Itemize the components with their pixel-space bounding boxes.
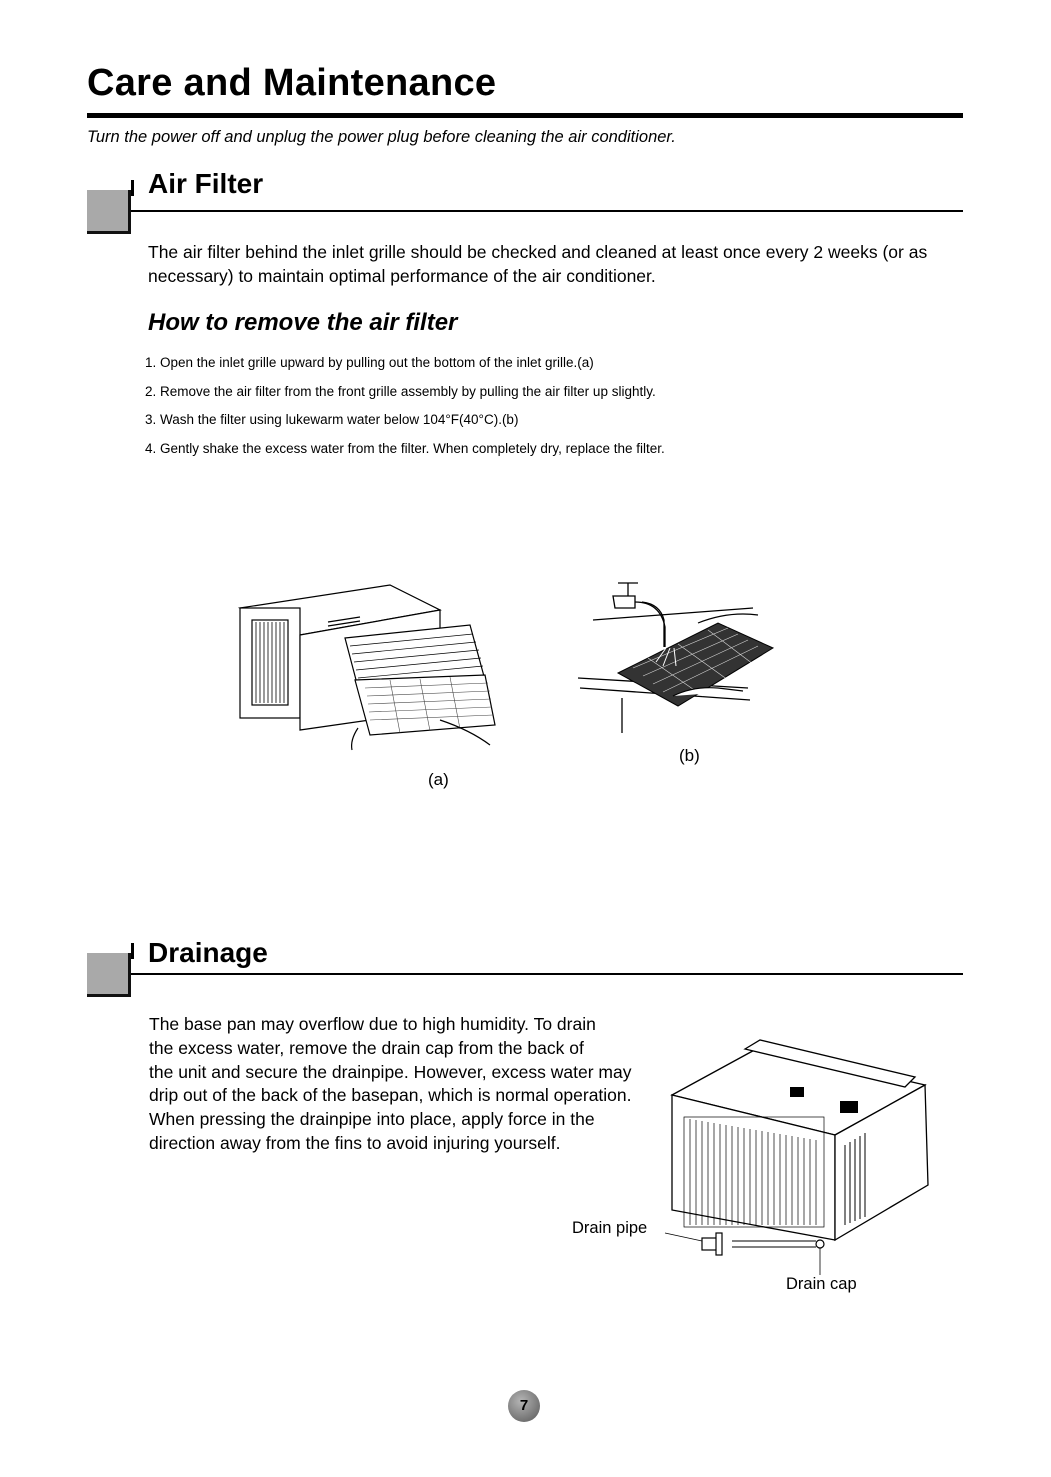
section-marker-icon [87, 953, 131, 997]
section-marker-icon [87, 190, 131, 234]
step-item: 4. Gently shake the excess water from th… [145, 440, 665, 456]
faucet-illustration [577, 582, 775, 733]
air-conditioner-rear-illustration [664, 1039, 929, 1275]
steps-list: 1. Open the inlet grille upward by pulli… [145, 355, 665, 469]
how-to-heading: How to remove the air filter [148, 309, 458, 336]
drainage-text-line: The base pan may overflow due to high hu… [149, 1014, 596, 1034]
drainage-text-line: the unit and secure the drainpipe. Howev… [149, 1062, 632, 1082]
section-marker-tick [131, 180, 134, 196]
drain-pipe-label: Drain pipe [572, 1219, 648, 1237]
section-heading-drainage: Drainage [148, 937, 268, 968]
drainage-text-line: When pressing the drainpipe into place, … [149, 1109, 595, 1129]
figure-caption-b: (b) [679, 746, 700, 765]
step-item: 3. Wash the filter using lukewarm water … [145, 412, 519, 427]
section-divider [131, 210, 963, 212]
page-title: Care and Maintenance [87, 62, 497, 104]
section-marker-tick [131, 943, 134, 959]
air-filter-intro-line: necessary) to maintain optimal performan… [148, 266, 656, 286]
drain-cap-label: Drain cap [786, 1275, 857, 1293]
drainage-text-line: the excess water, remove the drain cap f… [149, 1038, 584, 1058]
drainage-text-line: direction away from the fins to avoid in… [149, 1133, 561, 1153]
air-filter-intro-line: The air filter behind the inlet grille s… [148, 242, 928, 262]
step-item: 1. Open the inlet grille upward by pulli… [145, 355, 594, 370]
title-divider [87, 113, 963, 118]
figure-caption-a: (a) [428, 770, 449, 789]
drainage-text-line: drip out of the back of the basepan, whi… [149, 1085, 632, 1105]
section-heading-air-filter: Air Filter [148, 168, 264, 199]
air-conditioner-illustration [237, 584, 496, 751]
page-number-badge: 7 [508, 1390, 540, 1422]
step-item: 2. Remove the air filter from the front … [145, 383, 656, 399]
safety-warning: Turn the power off and unplug the power … [87, 128, 676, 146]
section-divider [131, 973, 963, 975]
